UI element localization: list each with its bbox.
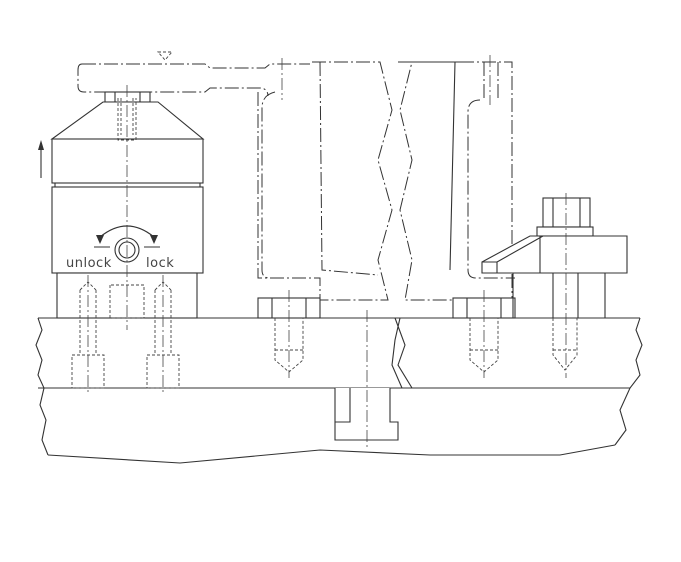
handle-lever bbox=[77, 63, 310, 97]
lock-label: lock bbox=[146, 256, 174, 271]
machine-table bbox=[35, 317, 643, 464]
up-arrow-icon bbox=[38, 140, 44, 178]
hydraulic-clamp bbox=[50, 85, 205, 330]
workpiece bbox=[257, 55, 515, 301]
hex-nut-left bbox=[257, 290, 321, 378]
hex-nut-right bbox=[452, 290, 516, 378]
mounting-screws bbox=[71, 275, 180, 395]
strap-clamp bbox=[481, 193, 628, 378]
unlock-label: unlock bbox=[66, 256, 112, 271]
t-slot-nut bbox=[334, 388, 399, 441]
